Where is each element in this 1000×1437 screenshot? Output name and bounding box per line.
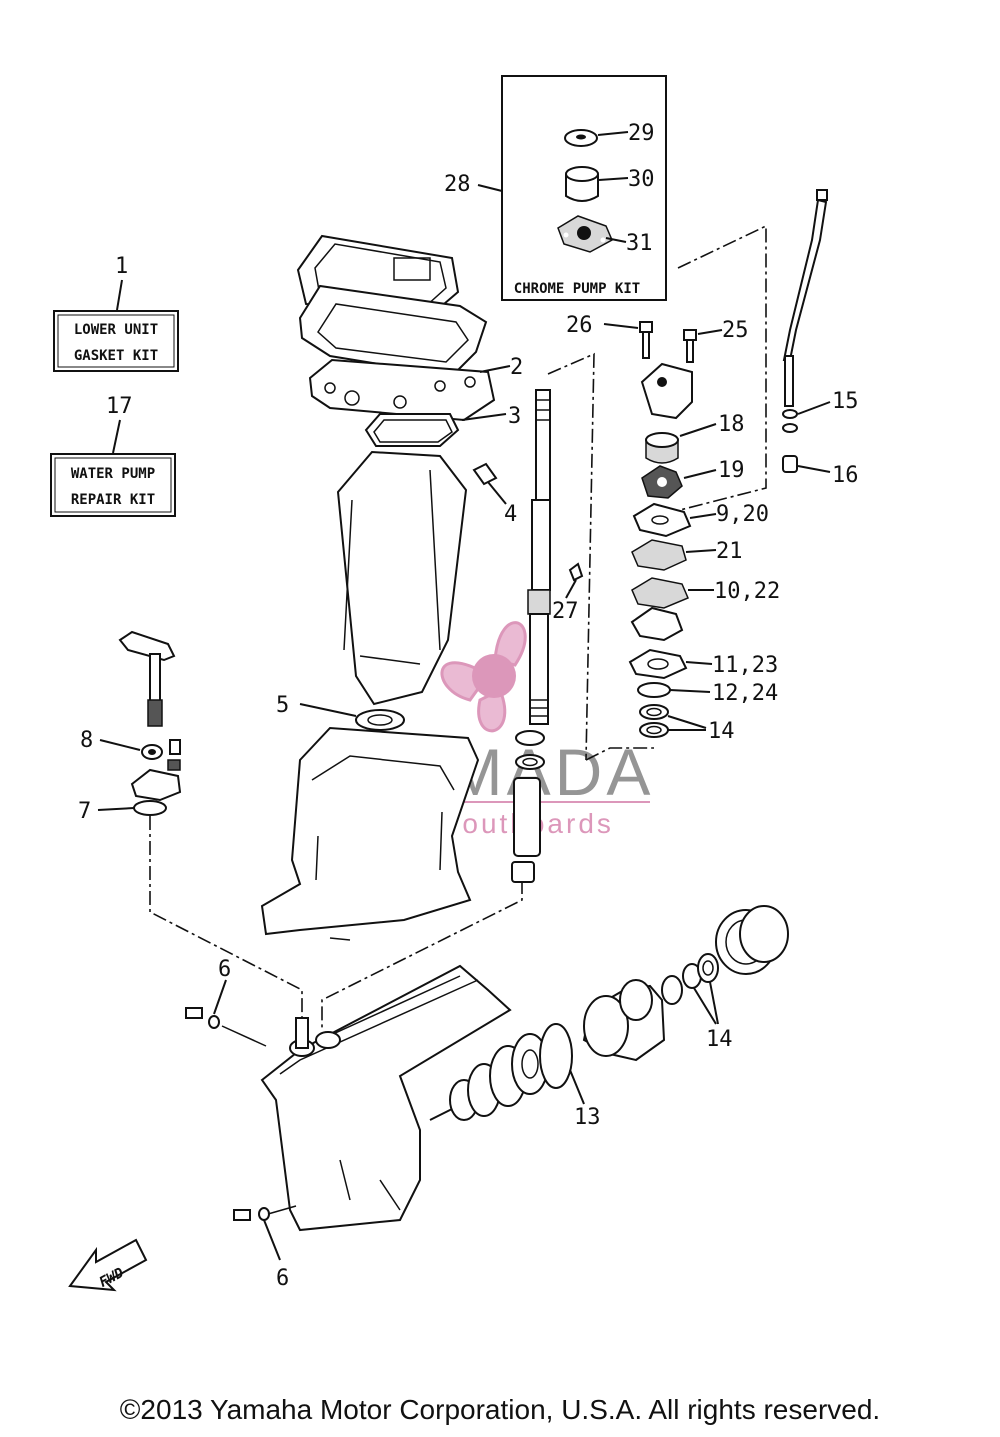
lower-unit-line1: LOWER UNIT	[74, 322, 158, 338]
drive-shaft	[527, 389, 551, 725]
callout-17: 17	[106, 394, 133, 419]
part-19-impeller	[641, 465, 683, 499]
chrome-pump-kit-title: CHROME PUMP KIT	[514, 281, 640, 297]
part-18-insert	[645, 432, 679, 464]
callout-5: 5	[276, 693, 289, 718]
part-3-gasket	[364, 413, 460, 447]
callout-26: 26	[566, 313, 593, 338]
part-27-key	[568, 562, 584, 582]
callout-29: 29	[628, 121, 655, 146]
water-pump-line2: REPAIR KIT	[71, 492, 155, 508]
shift-rod-assembly	[118, 630, 182, 816]
callout-8: 8	[80, 728, 93, 753]
callout-25: 25	[722, 318, 749, 343]
callout-1: 1	[115, 254, 128, 279]
part-16-seal	[782, 455, 798, 473]
callout-30: 30	[628, 167, 655, 192]
part-14-seal-lower	[639, 722, 669, 738]
water-pump-repair-kit-box: 17 WATER PUMP REPAIR KIT	[50, 394, 176, 517]
upper-gasket-stack	[296, 234, 496, 447]
part-31-pump-housing	[557, 215, 613, 253]
part-7-o-ring	[133, 800, 167, 816]
callout-21: 21	[716, 539, 743, 564]
exhaust-guide-plate	[298, 284, 488, 378]
callout-6-upper: 6	[218, 957, 231, 982]
callout-10-22: 10,22	[714, 579, 780, 604]
part-12-24-o-ring	[637, 682, 671, 698]
part-9-20-gasket	[632, 502, 692, 538]
lower-casing	[260, 964, 512, 1232]
part-15-grommet	[782, 409, 798, 419]
part-5-seal	[355, 709, 405, 731]
lower-unit-line2: GASKET KIT	[74, 348, 158, 364]
propeller-shaft-bearing-housing	[715, 905, 789, 975]
callout-18: 18	[718, 412, 745, 437]
callout-4: 4	[504, 502, 517, 527]
drive-shaft-sleeve	[513, 777, 541, 857]
water-tube	[782, 189, 828, 407]
part-2-gasket	[308, 358, 496, 422]
part-4-clip	[472, 462, 498, 486]
callout-15: 15	[832, 389, 859, 414]
lower-unit-gasket-kit-box: 1 LOWER UNIT GASKET KIT	[53, 254, 179, 372]
callout-27: 27	[552, 599, 579, 624]
part-13-o-ring	[539, 1023, 573, 1089]
drive-shaft-housing	[336, 450, 468, 706]
callout-31: 31	[626, 231, 653, 256]
part-21-plate	[631, 539, 687, 571]
callout-11-23: 11,23	[712, 653, 778, 678]
callout-12-24: 12,24	[712, 681, 778, 706]
callout-19: 19	[718, 458, 745, 483]
copyright-notice: ©2013 Yamaha Motor Corporation, U.S.A. A…	[119, 1394, 881, 1425]
drive-shaft-bearing-upper	[515, 730, 545, 746]
callout-16: 16	[832, 463, 859, 488]
callout-2: 2	[510, 355, 523, 380]
propeller-shaft-housing	[582, 975, 683, 1062]
callout-9-20: 9,20	[716, 502, 769, 527]
callout-3: 3	[508, 404, 521, 429]
callout-13: 13	[574, 1105, 601, 1130]
part-26-bolt	[639, 321, 653, 333]
part-14-seal-upper	[639, 704, 669, 720]
upper-casing	[260, 726, 480, 941]
part-10-22-gasket	[631, 577, 689, 609]
part-30-liner	[565, 166, 599, 202]
callout-28: 28	[444, 172, 471, 197]
forward-direction-arrow: FWD	[68, 1238, 148, 1292]
part-6-screw-upper	[185, 1007, 220, 1029]
callout-7: 7	[78, 799, 91, 824]
propeller-logo	[440, 621, 527, 733]
part-6-screw-lower	[233, 1207, 270, 1221]
part-25-bolt	[683, 329, 697, 341]
callout-6-lower: 6	[276, 1266, 289, 1291]
part-11-23-gasket	[628, 648, 688, 680]
part-14-seal-b	[697, 953, 719, 983]
chrome-pump-kit-box: 28 CHROME PUMP KIT 29 30 31	[444, 75, 667, 301]
water-pump-base-plate	[630, 606, 684, 642]
water-pump-line1: WATER PUMP	[71, 466, 155, 482]
water-pump-housing	[640, 362, 693, 420]
callout-14-lower: 14	[706, 1027, 733, 1052]
callout-14-upper: 14	[708, 719, 735, 744]
